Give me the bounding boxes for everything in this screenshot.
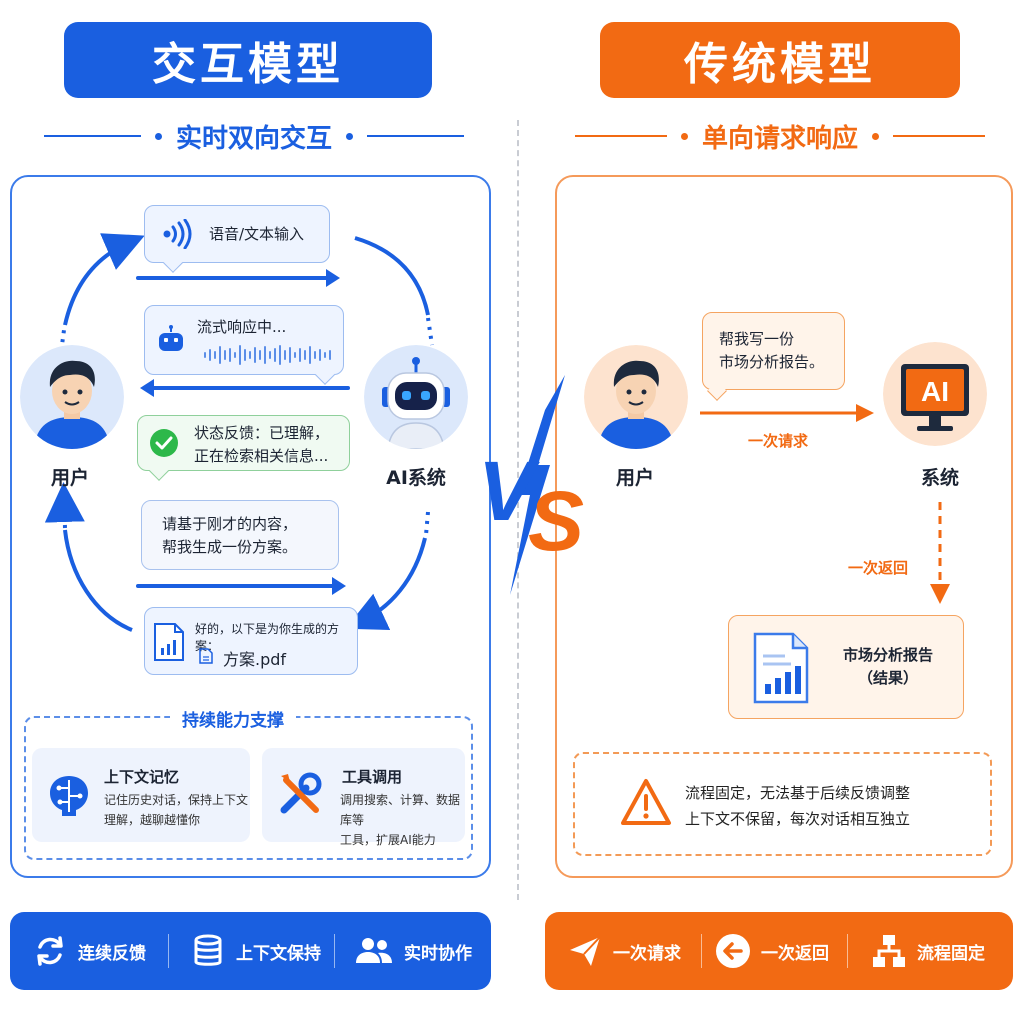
- refresh-icon: [37, 936, 63, 966]
- single-request-bubble: 帮我写一份 市场分析报告。: [702, 312, 845, 390]
- vs-badge: V S: [478, 375, 584, 595]
- result-report-box: 市场分析报告 （结果）: [728, 615, 964, 719]
- footer-label-2: 上下文保持: [236, 943, 321, 964]
- interaction-cycle-arrows: [44, 233, 434, 632]
- limitation-warning-box: [573, 752, 992, 856]
- traditional-panel: [555, 175, 1013, 878]
- memory-desc-2: 理解，越聊越懂你: [104, 813, 201, 827]
- traditional-model-title: 传统模型: [600, 22, 960, 98]
- vs-letter-v: V: [478, 444, 540, 538]
- footer-once-request: 一次请求: [567, 932, 681, 970]
- voice-wave-icon: [163, 219, 192, 249]
- brain-icon: [50, 776, 88, 816]
- memory-title: 上下文记忆: [104, 768, 180, 786]
- return-arrow-icon: [716, 934, 750, 968]
- arrow-to-user-1: [140, 379, 350, 397]
- footer-label-5: 一次返回: [761, 943, 829, 964]
- once-request-label: 一次请求: [748, 432, 809, 450]
- ai-system-label: AI系统: [386, 467, 446, 489]
- center-divider: [517, 120, 519, 900]
- warning-line-1: 流程固定，无法基于后续反馈调整: [685, 784, 911, 802]
- check-circle-icon: [150, 429, 178, 457]
- reply-file-link[interactable]: 方案.pdf: [223, 650, 287, 669]
- footer-context-keep: 上下文保持: [190, 932, 321, 970]
- report-document-icon: [753, 632, 809, 704]
- warning-triangle-icon: [621, 779, 671, 825]
- footer-once-return: 一次返回: [715, 932, 829, 970]
- footer-fixed-flow: 流程固定: [871, 932, 985, 970]
- footer-label-6: 流程固定: [917, 943, 985, 964]
- arrow-to-ai-1: [136, 269, 340, 287]
- memory-desc-1: 记住历史对话，保持上下文: [104, 793, 249, 807]
- ai-badge-text: AI: [921, 376, 949, 407]
- ai-monitor-avatar: AI: [883, 342, 987, 446]
- tool-desc-2: 工具，扩展AI能力: [340, 833, 436, 847]
- single-return-arrow: [930, 502, 950, 604]
- audio-wave-icon: [204, 345, 331, 365]
- streaming-text: 流式响应中...: [197, 318, 287, 336]
- single-request-arrow: [700, 404, 874, 422]
- interactive-subtitle: 实时双向交互: [44, 116, 465, 156]
- single-request-line-1: 帮我写一份: [719, 330, 795, 348]
- ai-reply-bubble: 好的，以下是为你生成的方案： 方案.pdf: [144, 607, 358, 675]
- voice-input-text: 语音/文本输入: [209, 224, 305, 243]
- footer-label-4: 一次请求: [613, 943, 681, 964]
- status-line-2: 正在检索相关信息...: [194, 447, 329, 465]
- users-icon: [356, 938, 392, 963]
- arrow-to-ai-2: [136, 577, 346, 595]
- context-memory-card: 上下文记忆 记住历史对话，保持上下文 理解，越聊越懂你: [32, 748, 250, 842]
- send-plane-icon: [570, 936, 601, 966]
- user-avatar-right: [584, 345, 688, 449]
- warning-line-2: 上下文不保留，每次对话相互独立: [685, 810, 911, 828]
- streaming-response-bubble: 流式响应中...: [144, 305, 344, 375]
- interactive-model-title: 交互模型: [64, 22, 432, 98]
- user-request-bubble: 请基于刚才的内容， 帮我生成一份方案。: [141, 500, 339, 570]
- vs-letter-s: S: [528, 474, 584, 568]
- tools-icon: [280, 772, 322, 814]
- request-line-2: 帮我生成一份方案。: [162, 538, 298, 556]
- system-label: 系统: [920, 467, 959, 489]
- robot-icon: [159, 325, 183, 351]
- footer-label-3: 实时协作: [404, 943, 472, 964]
- database-icon: [194, 934, 222, 966]
- interactive-footer: 连续反馈 上下文保持 实时协作: [10, 912, 491, 990]
- tool-call-card: 工具调用 调用搜索、计算、数据库等 工具，扩展AI能力: [262, 748, 465, 847]
- result-line-2: （结果）: [857, 669, 918, 687]
- request-line-1: 请基于刚才的内容，: [162, 515, 298, 533]
- tool-title: 工具调用: [342, 768, 403, 786]
- tool-desc-1: 调用搜索、计算、数据库等: [340, 793, 461, 827]
- footer-realtime-collab: 实时协作: [354, 932, 472, 970]
- file-icon: [199, 648, 213, 664]
- traditional-footer: 一次请求 一次返回 流程固定: [545, 912, 1013, 990]
- footer-label-1: 连续反馈: [78, 943, 146, 964]
- voice-input-bubble: 语音/文本输入: [144, 205, 330, 263]
- result-line-1: 市场分析报告: [842, 646, 933, 664]
- user-avatar-left: [20, 345, 124, 449]
- document-chart-icon: [154, 623, 184, 661]
- footer-continuous-feedback: 连续反馈: [32, 932, 146, 970]
- status-feedback-bubble: 状态反馈：已理解， 正在检索相关信息...: [137, 415, 350, 471]
- flowchart-icon: [873, 935, 905, 967]
- support-title: 持续能力支撑: [170, 706, 296, 731]
- user-label-left: 用户: [50, 467, 89, 489]
- single-request-line-2: 市场分析报告。: [719, 353, 825, 371]
- once-return-label: 一次返回: [848, 559, 909, 577]
- traditional-subtitle: 单向请求响应: [575, 116, 986, 156]
- status-line-1: 状态反馈：已理解，: [194, 424, 330, 442]
- ai-robot-avatar: [364, 345, 468, 449]
- user-label-right: 用户: [615, 467, 654, 489]
